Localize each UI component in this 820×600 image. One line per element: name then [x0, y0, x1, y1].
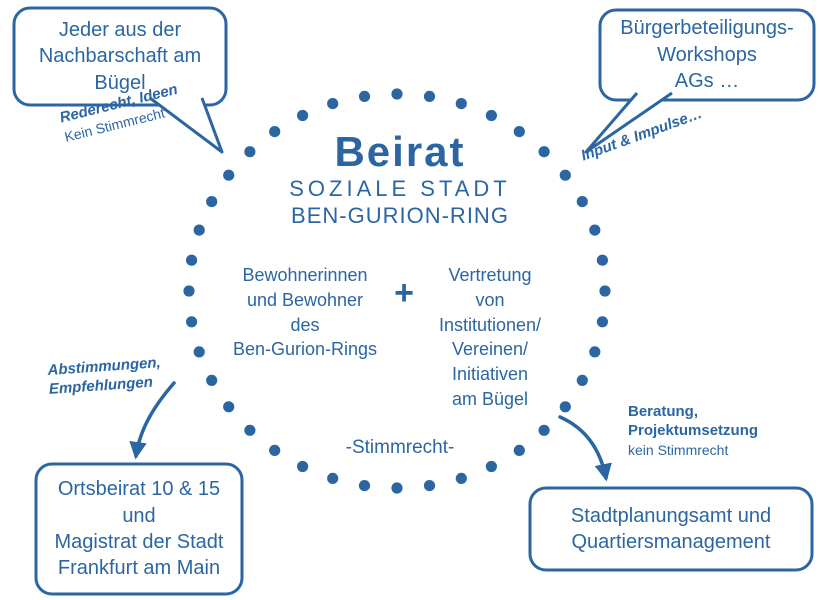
circle-dot — [358, 480, 371, 492]
circle-dot — [391, 88, 403, 100]
circle-dot — [206, 196, 218, 208]
voting-right-label: -Stimmrecht- — [345, 437, 455, 458]
annotation-bottom-right: Beratung, Projektumsetzung kein Stimmrec… — [628, 403, 758, 459]
circle-dot — [559, 169, 571, 181]
circle-dot — [186, 316, 198, 328]
circle-dot — [269, 444, 281, 456]
annotation-top-right: Input & Impulse… — [579, 105, 705, 166]
plus-sign: + — [394, 274, 414, 312]
circle-dot — [576, 196, 588, 208]
circle-dot — [596, 316, 609, 328]
circle-dot — [589, 224, 601, 236]
circle-dot — [513, 444, 525, 456]
circle-dot — [327, 472, 339, 484]
circle-dot — [423, 90, 436, 102]
circle-dot — [223, 169, 235, 181]
circle-dot — [599, 285, 611, 297]
circle-dot — [244, 424, 256, 436]
annotation-bottom-right-regular: kein Stimmrecht — [628, 441, 729, 458]
circle-dot — [455, 472, 467, 484]
circle-dot — [596, 254, 609, 266]
circle-dot — [297, 460, 309, 473]
bubble-bottom-right-text: Stadtplanungsamt und Quartiersmanagement — [570, 504, 772, 553]
circle-dot — [327, 98, 339, 110]
annotation-bottom-right-bold: Beratung, Projektumsetzung — [628, 403, 759, 439]
center-subtitle-line1: SOZIALE STADT — [289, 176, 511, 201]
annotation-bottom-left-bold: Abstimmungen, Empfehlungen — [47, 354, 162, 398]
center-subtitle-line2: BEN-GURION-RING — [291, 203, 509, 228]
annotation-bottom-left: Abstimmungen, Empfehlungen — [47, 354, 163, 399]
circle-dot — [485, 109, 497, 122]
group-residents: Bewohnerinnen und Bewohner des Ben-Gurio… — [232, 265, 378, 360]
circle-dot — [183, 285, 195, 297]
bubble-top-left-text: Jeder aus der Nachbarschaft am Bügel — [38, 18, 202, 94]
circle-dot — [193, 224, 205, 236]
circle-dot — [297, 109, 309, 122]
circle-dot — [589, 346, 601, 358]
arrow-to-bottom-right — [558, 415, 612, 482]
annotation-top-right-bold: Input & Impulse… — [578, 104, 705, 165]
circle-dot — [193, 346, 205, 358]
arrow-to-bottom-left — [129, 381, 176, 460]
circle-dot — [186, 254, 198, 266]
circle-dot — [455, 98, 467, 110]
circle-dot — [223, 401, 235, 413]
circle-dot — [358, 90, 371, 102]
bubble-top-right-text: Bürgerbeteiligungs- Workshops AGs … — [620, 17, 794, 93]
bubble-bottom-left-text: Ortsbeirat 10 & 15 und Magistrat der Sta… — [54, 478, 224, 580]
circle-dot — [485, 460, 497, 473]
circle-dot — [423, 480, 436, 492]
center-title: Beirat — [334, 128, 466, 175]
circle-dot — [538, 424, 550, 436]
circle-dot — [391, 482, 403, 494]
circle-dot — [206, 374, 218, 386]
group-institutions: Vertretung von Institutionen/ Vereinen/ … — [438, 265, 542, 410]
